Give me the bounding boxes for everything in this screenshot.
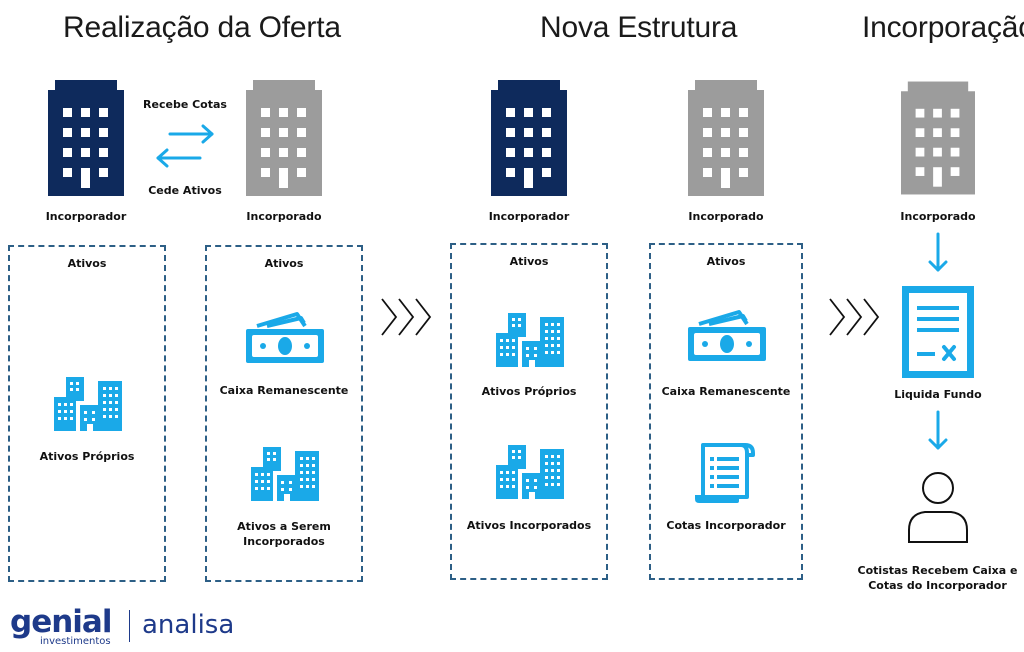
chevrons-right-icon xyxy=(826,295,886,339)
analisa-logo: analisa xyxy=(142,610,235,640)
receives-shares-label: Recebe Cotas xyxy=(143,98,227,111)
city-buildings-icon xyxy=(496,311,566,367)
remaining-cash-label: Caixa Remanescente xyxy=(661,385,791,398)
new-incorporado-label: Incorporado xyxy=(688,210,764,223)
label-line-2: Cotas do Incorporador xyxy=(868,579,1007,592)
offer-assets-box-incorporador: Ativos xyxy=(8,245,166,582)
user-person-icon xyxy=(903,468,973,544)
money-bills-icon xyxy=(685,307,769,363)
box-title: Ativos xyxy=(509,255,549,268)
genial-logo-subtitle: investimentos xyxy=(40,636,111,647)
label-line-1: Cotistas Recebem Caixa e xyxy=(857,564,1018,577)
remaining-cash-label: Caixa Remanescente xyxy=(219,384,349,397)
offer-incorporador-label: Incorporador xyxy=(45,210,127,223)
incorporador-building-icon xyxy=(48,80,124,196)
new-assets-box-incorporado: Ativos Caixa Remanescente xyxy=(649,243,803,580)
final-incorporado-label: Incorporado xyxy=(900,210,976,223)
arrow-down-icon xyxy=(928,232,948,274)
box-title: Ativos xyxy=(264,257,304,270)
section-title-new-structure: Nova Estrutura xyxy=(540,11,738,44)
own-assets-label: Ativos Próprios xyxy=(481,385,577,398)
incorporador-building-icon xyxy=(491,80,567,196)
incorporado-building-icon xyxy=(246,80,322,196)
exchange-arrows-icon xyxy=(150,122,220,172)
new-incorporador-label: Incorporador xyxy=(488,210,570,223)
chevrons-right-icon xyxy=(378,295,438,339)
city-buildings-icon xyxy=(251,445,321,501)
logo-divider xyxy=(129,610,130,642)
cedes-assets-label: Cede Ativos xyxy=(148,184,222,197)
incorporado-building-icon xyxy=(688,80,764,196)
box-title: Ativos xyxy=(67,257,107,270)
new-assets-box-incorporador: Ativos xyxy=(450,243,608,580)
offer-assets-box-incorporado: Ativos Caixa Remanescente xyxy=(205,245,363,582)
label-line-2: Incorporados xyxy=(243,535,325,548)
city-buildings-icon xyxy=(54,375,124,431)
incorporador-shares-label: Cotas Incorporador xyxy=(666,519,786,532)
liquidates-fund-label: Liquida Fundo xyxy=(894,388,982,401)
assets-to-be-incorporated-label: Ativos a Serem Incorporados xyxy=(207,519,361,549)
genial-logo: genial xyxy=(10,604,112,640)
receipt-scroll-icon xyxy=(693,437,759,505)
section-title-incorporation: Incorporação xyxy=(862,11,1024,44)
label-line-1: Ativos a Serem xyxy=(237,520,331,533)
holders-receive-label: Cotistas Recebem Caixa e Cotas do Incorp… xyxy=(855,563,1020,593)
money-bills-icon xyxy=(243,309,327,365)
incorporated-assets-label: Ativos Incorporados xyxy=(466,519,592,532)
offer-incorporado-label: Incorporado xyxy=(246,210,322,223)
document-cancel-icon xyxy=(900,284,976,380)
own-assets-label: Ativos Próprios xyxy=(39,450,135,463)
arrow-down-icon xyxy=(928,410,948,452)
city-buildings-icon xyxy=(496,443,566,499)
incorporado-building-icon xyxy=(901,80,975,196)
section-title-offer: Realização da Oferta xyxy=(63,11,341,44)
box-title: Ativos xyxy=(706,255,746,268)
